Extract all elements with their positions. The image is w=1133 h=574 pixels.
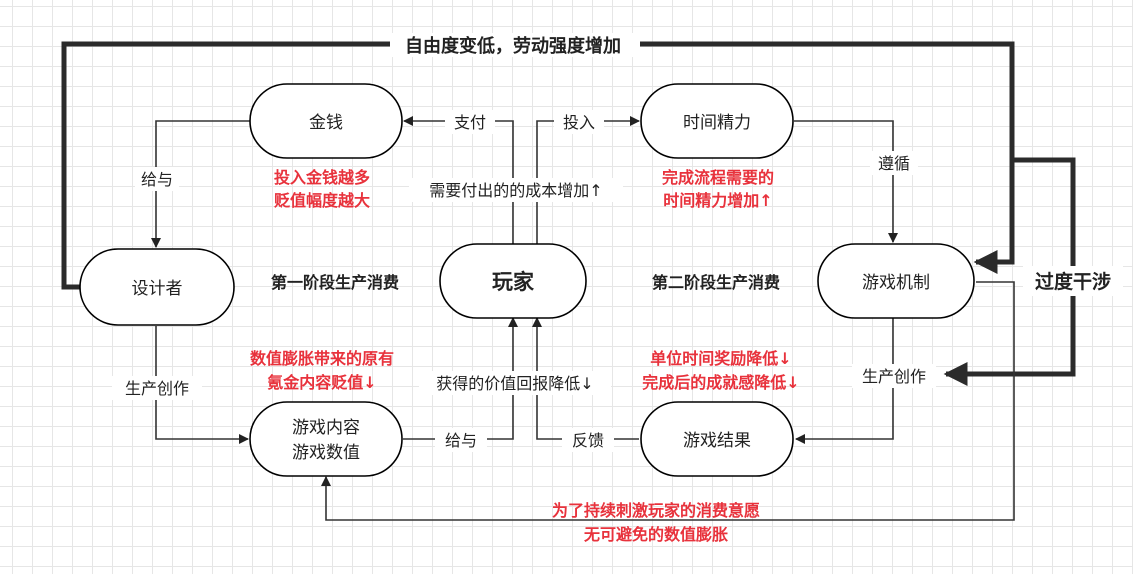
game-mechanism-label: 游戏机制	[862, 273, 930, 293]
stage-two-title: 第二阶段生产消费	[652, 273, 780, 292]
top-loop-label: 自由度变低，劳动强度增加	[405, 35, 621, 57]
inflation-note-1: 数值膨胀带来的原有	[250, 349, 394, 368]
produce-right-label: 生产创作	[862, 367, 926, 386]
follow-label: 遵循	[878, 154, 910, 173]
player-node: 玩家	[439, 243, 587, 319]
over-intervene-label: 过度干涉	[1035, 270, 1111, 293]
reward-drop-note-1: 单位时间奖励降低↓	[650, 349, 791, 368]
time-increase-note-1: 完成流程需要的	[662, 168, 774, 187]
money-node: 金钱	[249, 83, 403, 159]
give-content-label: 给与	[445, 431, 477, 450]
game-content-label-1: 游戏内容	[292, 418, 360, 438]
inflation-note-2: 氪金内容贬值↓	[267, 373, 376, 392]
produce-left-label: 生产创作	[125, 379, 189, 398]
produce-right-edge	[795, 318, 894, 444]
cost-rises-label: 需要付出的的成本增加↑	[429, 181, 602, 200]
follow-edge	[794, 120, 898, 243]
game-result-node: 游戏结果	[640, 401, 794, 477]
invest-label: 投入	[563, 113, 595, 132]
game-content-label-2: 游戏数值	[292, 443, 360, 463]
reward-drop-note-2: 完成后的成就感降低↓	[642, 373, 799, 392]
value-drops-label: 获得的价值回报降低↓	[436, 374, 593, 393]
money-label: 金钱	[309, 113, 343, 133]
feedback-label: 反馈	[572, 431, 604, 450]
money-depreciation-note-2: 贬值幅度越大	[274, 191, 370, 210]
stage-one-title: 第一阶段生产消费	[271, 273, 399, 292]
money-depreciation-note-1: 投入金钱越多	[274, 168, 370, 187]
invest-edge	[536, 116, 640, 244]
inevitable-inflation-note-1: 为了持续刺激玩家的消费意愿	[552, 501, 760, 520]
time-increase-note-2: 时间精力增加↑	[663, 191, 772, 210]
player-label: 玩家	[492, 270, 535, 294]
game-mechanism-node: 游戏机制	[817, 243, 975, 319]
give-money-label: 给与	[141, 170, 173, 189]
inflation-loop-edge	[321, 281, 1015, 521]
game-content-node: 游戏内容 游戏数值	[249, 401, 403, 477]
inevitable-inflation-note-2: 无可避免的数值膨胀	[583, 525, 728, 544]
time-energy-node: 时间精力	[640, 83, 794, 159]
time-energy-label: 时间精力	[683, 113, 751, 133]
designer-label: 设计者	[132, 279, 183, 299]
designer-node: 设计者	[79, 248, 235, 326]
pay-edge	[403, 116, 514, 244]
produce-left-edge	[155, 326, 249, 444]
give-money-edge	[151, 120, 250, 248]
pay-label: 支付	[454, 113, 486, 132]
game-result-label: 游戏结果	[683, 431, 751, 451]
